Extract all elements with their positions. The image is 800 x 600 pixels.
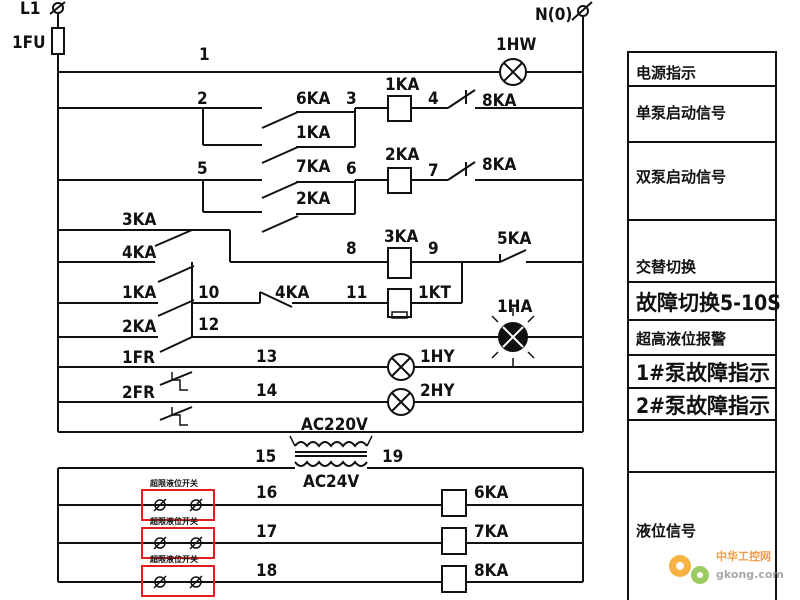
legend-single-pump-start: 单泵启动信号	[636, 104, 726, 122]
label-8ka-a: 8KA	[482, 91, 516, 111]
rung-13-14	[58, 336, 583, 433]
wire-17: 17	[256, 522, 277, 542]
label-5ka: 5KA	[497, 229, 531, 249]
label-6ka: 6KA	[296, 89, 330, 109]
label-1fu: 1FU	[12, 33, 46, 53]
rung-8-12	[58, 229, 583, 338]
legend-level-signal: 液位信号	[636, 522, 696, 540]
wire-10: 10	[198, 283, 219, 303]
legend-table	[627, 51, 777, 600]
label-2fr: 2FR	[122, 383, 155, 403]
watermark-url: gkong.com	[716, 568, 784, 581]
coil-1ka	[387, 95, 412, 122]
watermark-brand: 中华工控网	[716, 549, 771, 563]
supply-rails	[49, 1, 593, 432]
label-2ka-contact: 2KA	[296, 189, 330, 209]
label-ac24v: AC24V	[303, 472, 359, 492]
alarm-1ha	[191, 303, 583, 366]
coil-7ka	[441, 527, 467, 555]
label-ac220v: AC220V	[301, 415, 368, 435]
float-switch-1: 超限液位开关	[141, 478, 215, 521]
label-8ka-b: 8KA	[482, 155, 516, 175]
wire-9: 9	[428, 239, 439, 259]
coil-2ka	[387, 167, 412, 194]
label-1hw: 1HW	[496, 35, 536, 55]
wire-6: 6	[346, 159, 357, 179]
svg-text:超限液位开关: 超限液位开关	[149, 478, 198, 488]
label-n0: N(0)	[535, 5, 572, 25]
wire-13: 13	[256, 347, 277, 367]
wire-16: 16	[256, 483, 277, 503]
coil-3ka	[387, 247, 412, 279]
coil-6ka	[441, 489, 467, 517]
label-2ka-coil: 2KA	[385, 145, 419, 165]
wire-4: 4	[428, 89, 439, 109]
legend-fault-switch: 故障切换5-10S	[636, 291, 781, 315]
wire-1: 1	[199, 45, 210, 65]
label-7ka-coil: 7KA	[474, 522, 508, 542]
label-left-4ka: 4KA	[122, 243, 156, 263]
svg-text:超限液位开关: 超限液位开关	[149, 516, 198, 526]
rung-1	[58, 58, 583, 86]
label-6ka-coil: 6KA	[474, 483, 508, 503]
label-left-2ka: 2KA	[122, 317, 156, 337]
label-left-3ka: 3KA	[122, 210, 156, 230]
wire-19: 19	[382, 447, 403, 467]
wire-18: 18	[256, 561, 277, 581]
secondary-loop	[57, 467, 584, 593]
legend-pump2-fault: 2#泵故障指示	[636, 394, 770, 418]
label-left-1ka: 1KA	[122, 283, 156, 303]
watermark: 中华工控网 gkong.com	[669, 549, 784, 584]
label-l1: L1	[20, 0, 40, 19]
transformer	[289, 435, 373, 467]
svg-text:超限液位开关: 超限液位开关	[149, 554, 198, 564]
label-1ka-contact: 1KA	[296, 123, 330, 143]
wire-15: 15	[255, 447, 276, 467]
wire-3: 3	[346, 89, 357, 109]
legend-power-indicator: 电源指示	[636, 64, 696, 82]
wire-7: 7	[428, 161, 439, 181]
wire-14: 14	[256, 381, 277, 401]
label-1hy: 1HY	[420, 347, 455, 367]
legend-dual-pump-start: 双泵启动信号	[636, 168, 726, 186]
coil-8ka	[441, 565, 467, 593]
float-switch-2: 超限液位开关	[141, 516, 215, 559]
label-1kt: 1KT	[418, 283, 451, 303]
rung-2-4	[58, 89, 583, 164]
wire-5: 5	[197, 159, 208, 179]
wire-11: 11	[346, 283, 367, 303]
rung-5-7	[58, 161, 583, 233]
legend-high-level-alarm: 超高液位报警	[635, 330, 726, 348]
wire-8: 8	[346, 239, 357, 259]
legend-alternation: 交替切换	[636, 258, 697, 276]
label-3ka-coil: 3KA	[384, 227, 418, 247]
float-switch-3: 超限液位开关	[141, 554, 215, 597]
label-4ka-mid: 4KA	[275, 283, 309, 303]
legend-pump1-fault: 1#泵故障指示	[636, 361, 770, 385]
label-1ka-coil: 1KA	[385, 75, 419, 95]
label-8ka-coil: 8KA	[474, 561, 508, 581]
label-7ka: 7KA	[296, 157, 330, 177]
label-1ha: 1HA	[497, 297, 532, 317]
wire-2: 2	[197, 89, 208, 109]
fuse-1fu	[51, 27, 65, 55]
label-2hy: 2HY	[420, 381, 455, 401]
wire-12: 12	[198, 315, 219, 335]
label-1fr: 1FR	[122, 348, 155, 368]
